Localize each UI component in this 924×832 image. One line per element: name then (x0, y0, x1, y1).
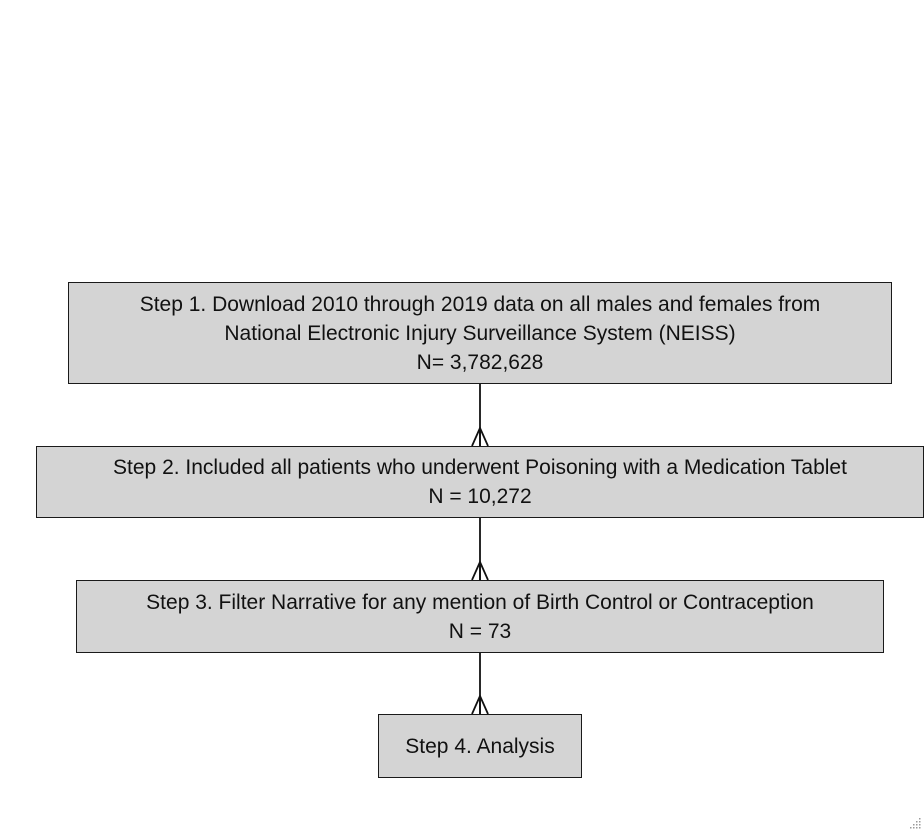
connector-step1-step2 (471, 384, 489, 447)
step-4-title: Step 4. Analysis (405, 734, 555, 758)
step-3-box: Step 3. Filter Narrative for any mention… (76, 580, 884, 653)
step-1-count: N= 3,782,628 (416, 350, 544, 374)
crow-foot-icon (471, 693, 489, 715)
connector-step2-step3 (471, 518, 489, 581)
step-2-box: Step 2. Included all patients who underw… (36, 446, 924, 518)
connector-step3-step4 (471, 653, 489, 715)
crow-foot-icon (471, 559, 489, 581)
step-4-box: Step 4. Analysis (378, 714, 582, 778)
step-2-count: N = 10,272 (428, 485, 532, 508)
step-1-title-line-1: Step 1. Download 2010 through 2019 data … (139, 292, 821, 316)
step-2-title: Step 2. Included all patients who underw… (113, 456, 847, 479)
crow-foot-icon (471, 425, 489, 447)
step-1-title-line-2: National Electronic Injury Surveillance … (224, 321, 736, 345)
resize-grip-icon[interactable] (908, 816, 922, 830)
step-3-count: N = 73 (448, 619, 512, 643)
step-3-title: Step 3. Filter Narrative for any mention… (146, 590, 814, 614)
step-1-box: Step 1. Download 2010 through 2019 data … (68, 282, 892, 384)
